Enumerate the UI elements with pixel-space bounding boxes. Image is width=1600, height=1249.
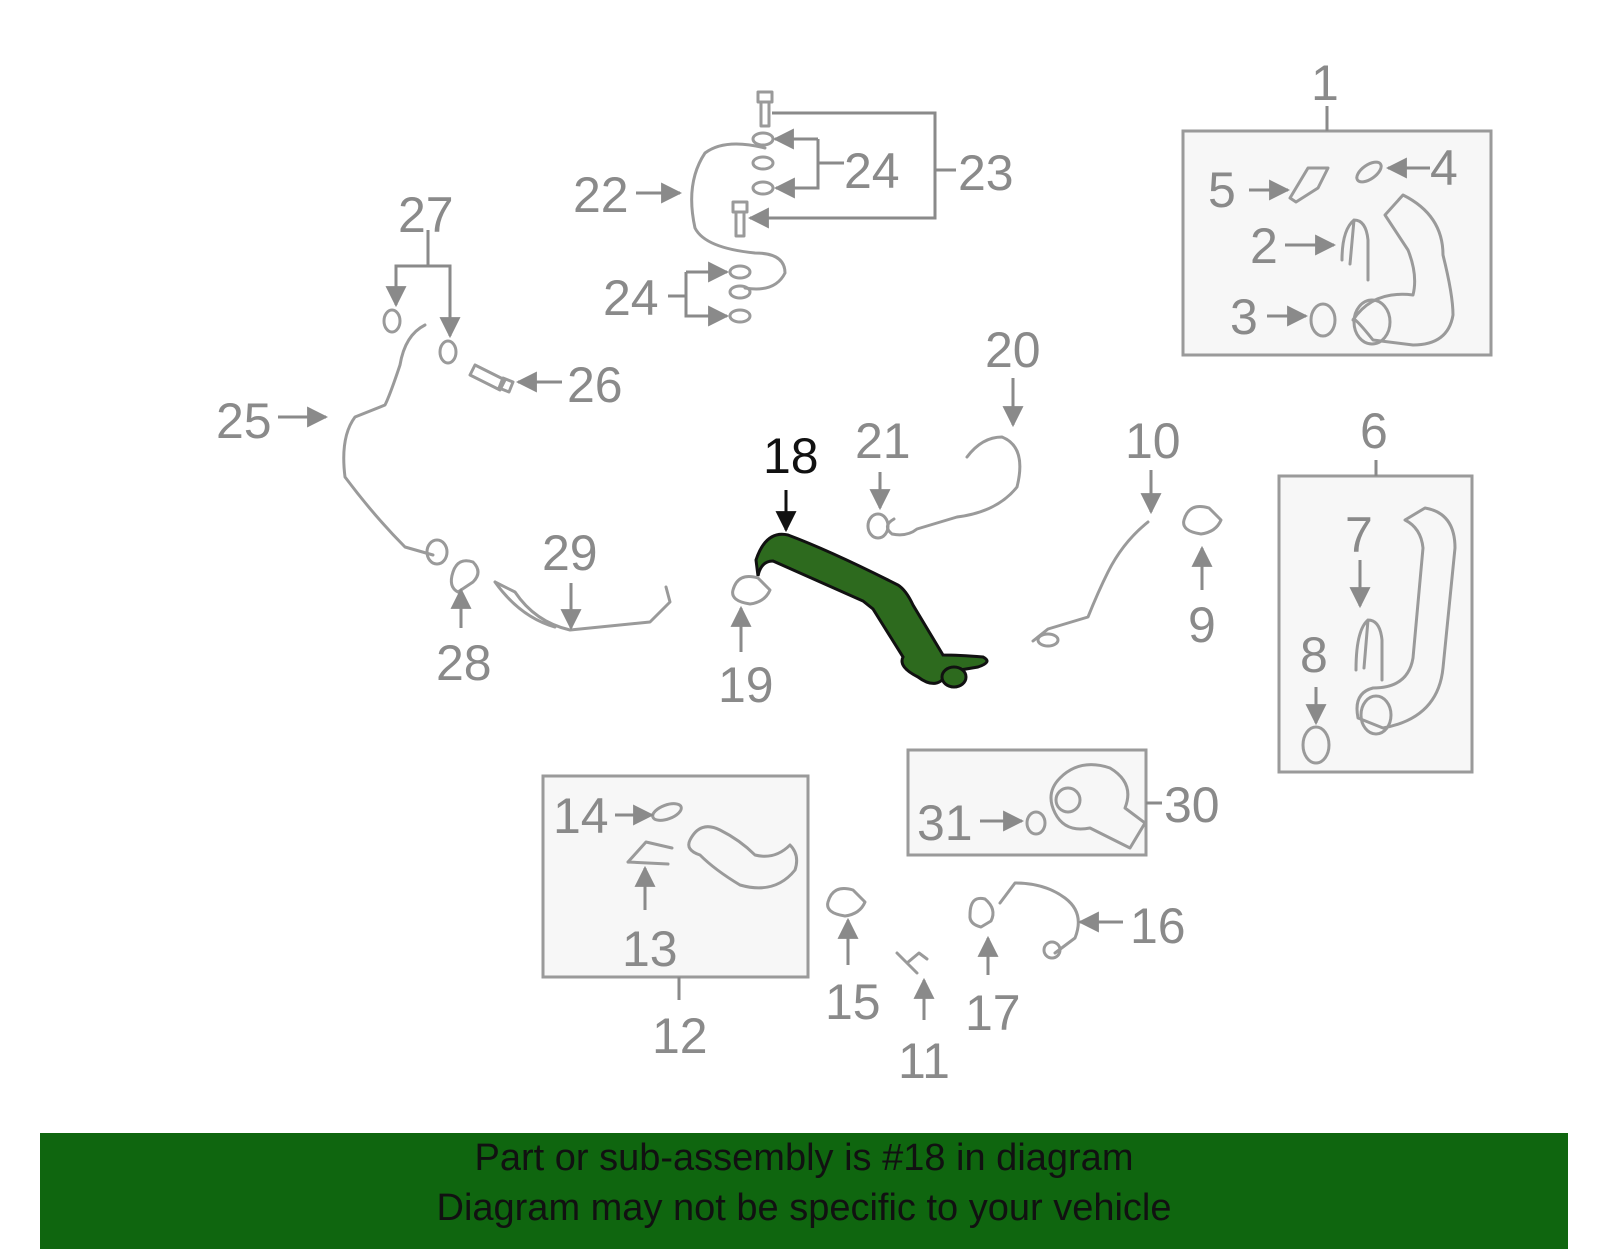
part-23-bolt-top (756, 90, 774, 128)
label-2: 2 (1250, 218, 1278, 274)
label-29: 29 (542, 525, 598, 581)
part-28-clamp (449, 559, 480, 594)
part-7-clip (1354, 618, 1384, 682)
washer-6 (728, 308, 752, 324)
label-23: 23 (958, 145, 1014, 201)
label-17: 17 (965, 985, 1021, 1041)
bottom-parts: 15 11 17 16 (825, 881, 1186, 1089)
label-8: 8 (1300, 627, 1328, 683)
label-31: 31 (917, 795, 973, 851)
label-28: 28 (436, 635, 492, 691)
part-30-pump-port (1054, 786, 1082, 814)
washer-1 (751, 131, 775, 147)
part-10-line (1031, 520, 1150, 643)
label-21: 21 (855, 413, 911, 469)
label-30: 30 (1164, 777, 1220, 833)
label-11: 11 (898, 1033, 950, 1089)
part-31-oring (1025, 810, 1047, 836)
group-1: 1 5 4 2 3 (1181, 55, 1493, 357)
part-18-hose (754, 532, 989, 685)
part-12-hose (687, 825, 799, 890)
part-22-pipe (690, 142, 787, 291)
label-26: 26 (567, 357, 623, 413)
group-25: 25 27 26 28 29 (216, 187, 672, 691)
part-21-oring (866, 512, 890, 540)
center-parts: 19 20 21 (718, 322, 1041, 713)
part-15-clamp (826, 887, 867, 918)
washer-3 (751, 180, 775, 196)
part-6-hose (1355, 506, 1457, 730)
label-24-top: 24 (844, 143, 900, 199)
part-16-pipe-end (1042, 940, 1062, 960)
label-22: 22 (573, 167, 629, 223)
part-4-oring (1355, 160, 1383, 184)
banner-line-1: Part or sub-assembly is #18 in diagram (474, 1137, 1134, 1179)
part-17-clamp (968, 896, 995, 929)
part-27-oring-b (438, 339, 458, 365)
part-3-oring (1309, 302, 1337, 338)
banner-line-2: Diagram may not be specific to your vehi… (436, 1187, 1172, 1229)
part-16-pipe (998, 881, 1080, 955)
right-parts: 10 9 (1031, 413, 1223, 653)
washer-4 (728, 264, 752, 280)
label-20: 20 (985, 322, 1041, 378)
label-27: 27 (398, 187, 454, 243)
group-1-box (1181, 129, 1493, 357)
label-6: 6 (1360, 403, 1388, 459)
part-1-hose (1351, 193, 1455, 347)
label-15: 15 (825, 974, 881, 1030)
label-18: 18 (763, 428, 819, 484)
label-1: 1 (1311, 55, 1339, 111)
label-19: 19 (718, 657, 774, 713)
part-5-clip (1288, 166, 1330, 204)
part-2-clip (1340, 218, 1370, 282)
part-27-oring-a (382, 308, 402, 334)
label-7: 7 (1345, 507, 1373, 563)
label-4: 4 (1430, 140, 1458, 196)
label-5: 5 (1208, 162, 1236, 218)
part-29-bracket (493, 580, 672, 632)
label-10: 10 (1125, 413, 1181, 469)
label-13: 13 (622, 921, 678, 977)
part-10-line-end (1036, 632, 1060, 648)
part-25-pipe-end (425, 538, 449, 566)
label-12: 12 (652, 1008, 708, 1064)
group-30: 30 31 (906, 748, 1220, 857)
part-9-clamp (1182, 505, 1223, 536)
label-14: 14 (553, 788, 609, 844)
part-26-bolt (468, 363, 515, 394)
info-banner: Part or sub-assembly is #18 in diagram D… (40, 1133, 1568, 1249)
label-25: 25 (216, 393, 272, 449)
part-1-hose-end (1352, 298, 1392, 346)
label-9: 9 (1188, 597, 1216, 653)
part-18: 18 (754, 428, 989, 689)
part-19-clamp (731, 575, 772, 606)
group-12-box (541, 774, 810, 979)
washer-2 (751, 155, 775, 171)
part-18-fitting (940, 665, 968, 689)
part-11-connector (895, 951, 929, 975)
part-8-oring (1301, 725, 1331, 765)
part-23-bolt-mid (731, 200, 749, 238)
washer-5 (728, 284, 752, 300)
part-13-clip (626, 840, 674, 866)
label-24-bottom: 24 (603, 270, 659, 326)
part-30-pump (1049, 763, 1147, 850)
part-6-hose-end (1359, 694, 1393, 736)
part-25-pipe (342, 323, 435, 557)
part-20-pipe (886, 435, 1022, 537)
group-12: 12 14 13 (541, 774, 810, 1064)
label-3: 3 (1230, 289, 1258, 345)
group-6: 6 7 8 (1277, 403, 1474, 774)
group-23: 22 23 24 24 (573, 90, 1014, 327)
label-16: 16 (1130, 898, 1186, 954)
